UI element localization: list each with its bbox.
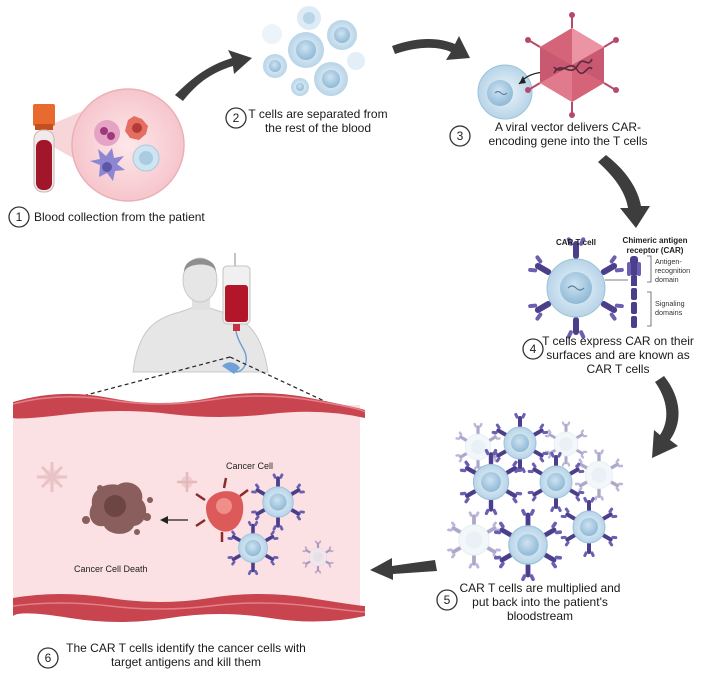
separated-t-cells xyxy=(262,6,365,96)
step-5-caption-line1: CAR T cells are multiplied and xyxy=(460,581,621,595)
antigen-domain-label-line1: Antigen- xyxy=(655,257,682,266)
step-4-caption-line2: surfaces and are known as xyxy=(546,348,689,362)
step-6-number-circle xyxy=(37,647,59,669)
signaling-domain-label-line1: Signaling xyxy=(655,299,685,308)
step-4-caption-line3: CAR T cells xyxy=(587,362,650,376)
faded-cell-left xyxy=(37,462,67,492)
step-4-number-circle xyxy=(522,338,544,360)
patient-infusion-illustration xyxy=(132,253,269,374)
step-2-caption-line1: T cells are separated from xyxy=(248,107,387,121)
process-arrow xyxy=(392,36,470,60)
signaling-domain-label-line2: domains xyxy=(655,308,683,317)
dead-cancer-cell xyxy=(82,482,153,535)
step-3-caption-line1: A viral vector delivers CAR- xyxy=(495,120,641,134)
blood-collection-illustration xyxy=(33,88,185,202)
step-1-number-circle xyxy=(8,206,30,228)
step-2-number-circle xyxy=(225,107,247,129)
step-4-number: 4 xyxy=(530,342,537,356)
zoom-line-right xyxy=(229,356,351,414)
step-4-caption-line1: T cells express CAR on their xyxy=(542,334,694,348)
process-arrow xyxy=(652,376,679,458)
step-3-caption-line2: encoding gene into the T cells xyxy=(488,134,647,148)
antigen-domain-label-line2: recognition xyxy=(655,266,690,275)
step-5-caption-line3: bloodstream xyxy=(507,609,573,623)
blood-vessel xyxy=(12,393,366,622)
viral-vector-illustration xyxy=(477,12,619,120)
step-5-number-circle xyxy=(436,589,458,611)
step-3-number: 3 xyxy=(457,129,464,143)
process-arrow xyxy=(598,155,650,228)
step-2-number: 2 xyxy=(233,111,240,125)
multiplied-car-t-cells xyxy=(446,412,624,581)
step-3-number-circle xyxy=(449,125,471,147)
step-6-caption-line2: target antigens and kill them xyxy=(111,655,261,669)
antigen-domain-label-line3: domain xyxy=(655,275,679,284)
car-receptor-label-line2: receptor (CAR) xyxy=(627,246,684,255)
cancer-cell xyxy=(195,477,249,542)
process-arrow xyxy=(370,558,437,580)
step-1-number: 1 xyxy=(16,210,23,224)
step-1-caption: Blood collection from the patient xyxy=(34,210,205,224)
car-t-cell-diagram xyxy=(526,236,652,340)
faded-cell-middle xyxy=(177,472,197,492)
step-6-caption-line1: The CAR T cells identify the cancer cell… xyxy=(66,641,306,655)
cancer-cell-death-label: Cancer Cell Death xyxy=(74,564,148,574)
step-5-caption-line2: put back into the patient's xyxy=(472,595,608,609)
car-t-cell-label: CAR T cell xyxy=(556,238,596,247)
step-2-caption-line2: the rest of the blood xyxy=(265,121,371,135)
process-arrow xyxy=(175,50,252,101)
car-receptor-label-line1: Chimeric antigen xyxy=(623,236,688,245)
step-6-number: 6 xyxy=(45,651,52,665)
kill-arrow xyxy=(160,516,188,524)
step-5-number: 5 xyxy=(444,593,451,607)
cancer-cell-label: Cancer Cell xyxy=(226,461,273,471)
